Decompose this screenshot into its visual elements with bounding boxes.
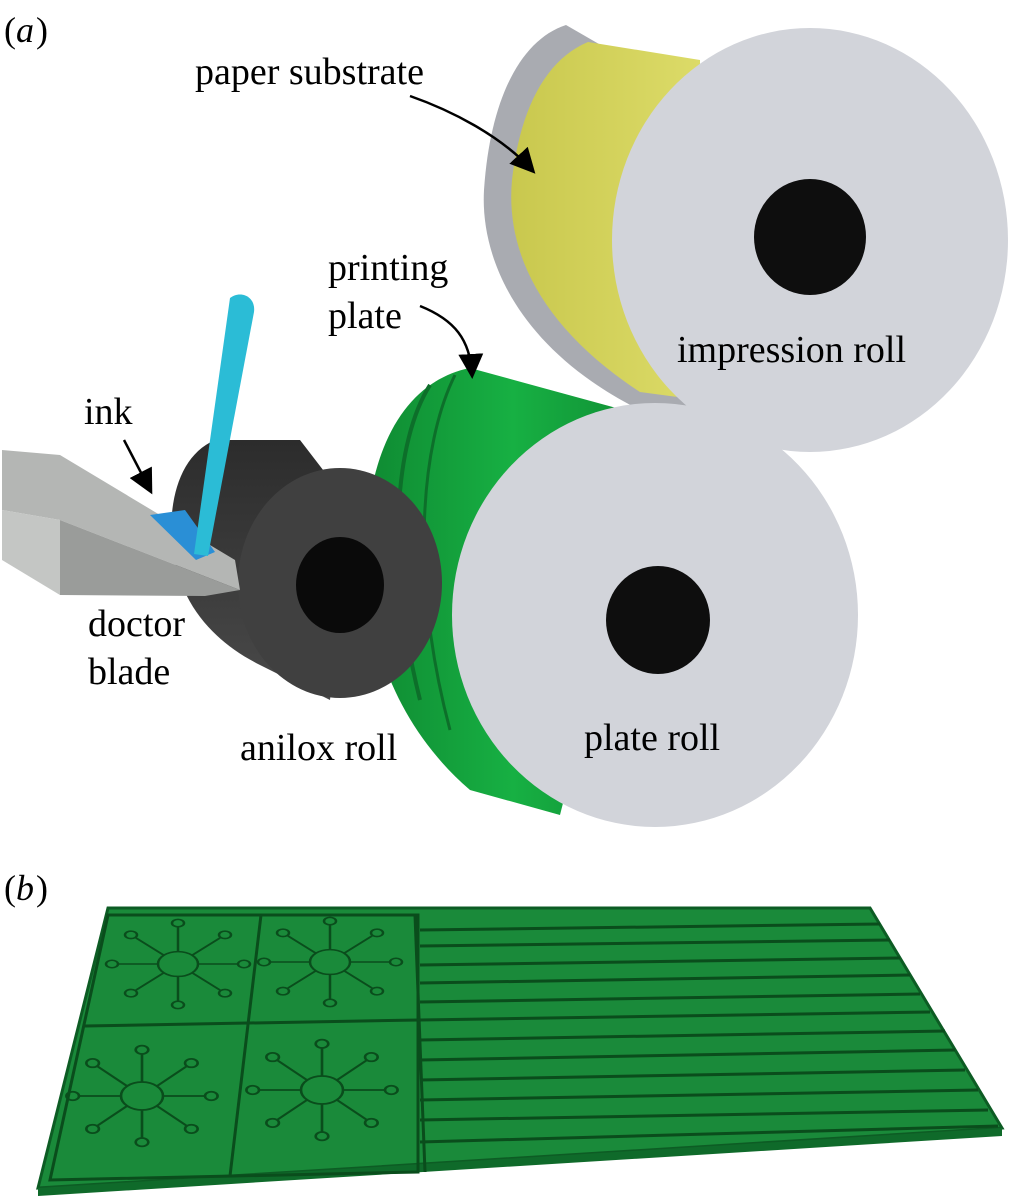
label-impression-roll: impression roll (677, 329, 906, 371)
label-anilox-roll: anilox roll (240, 727, 397, 769)
star-electrode-1 (104, 918, 252, 1010)
panel-a-close-paren: ) (36, 10, 48, 50)
anilox-roll-hub (296, 537, 384, 633)
panel-b-letter: b (16, 868, 34, 908)
panel-b-close-paren: ) (36, 868, 48, 908)
plate-roll-hub (606, 566, 710, 674)
star-electrode-3 (65, 1044, 219, 1148)
panel-b: ( b ) (4, 868, 1005, 1196)
printing-plate-sheet-edge (38, 1128, 1002, 1196)
printing-plate-sheet (36, 906, 1005, 1190)
label-doctor-blade-line2: blade (88, 651, 170, 693)
arrow-paper-substrate (409, 94, 536, 174)
label-printing-plate-line1: printing (328, 247, 448, 289)
stripe-pattern (419, 922, 999, 1144)
label-doctor-blade-line1: doctor (88, 603, 185, 645)
impression-roll (483, 25, 1008, 452)
arrow-printing-plate (419, 304, 484, 379)
plate-roll (365, 368, 858, 827)
label-ink: ink (84, 391, 133, 433)
doctor-blade (2, 450, 240, 596)
doctor-blade-front (60, 520, 240, 596)
doctor-blade-side (2, 510, 60, 595)
label-paper-substrate: paper substrate (195, 51, 424, 93)
label-plate-roll: plate roll (584, 717, 720, 759)
panel-a: ( a ) (2, 10, 1008, 827)
star-electrode-2 (256, 916, 404, 1008)
ink-nozzle (194, 294, 255, 556)
panel-b-open-paren: ( (4, 868, 16, 908)
arrow-ink (122, 439, 153, 495)
panel-a-open-paren: ( (4, 10, 16, 50)
label-printing-plate-line2: plate (328, 295, 402, 337)
star-electrode-4 (245, 1038, 399, 1142)
impression-roll-hub (754, 179, 866, 295)
doctor-blade-top (2, 450, 240, 590)
panel-a-letter: a (16, 10, 34, 50)
